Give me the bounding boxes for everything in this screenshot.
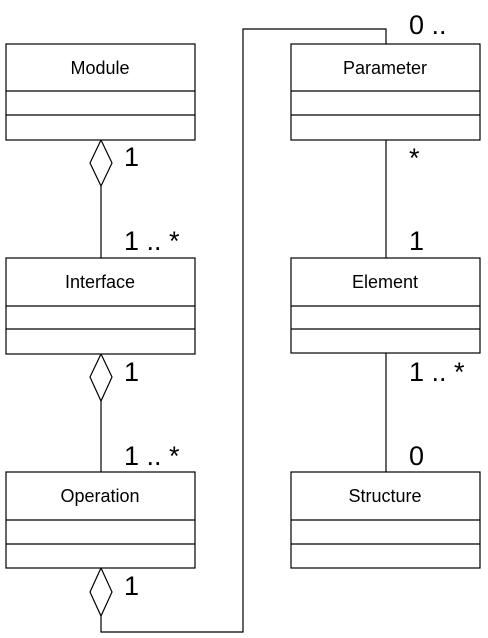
- class-element-name: Element: [352, 272, 418, 292]
- class-element[interactable]: Element: [290, 257, 481, 354]
- class-interface-name: Interface: [65, 272, 135, 292]
- multiplicity-element-structure-source: 1 .. *: [409, 357, 465, 387]
- multiplicity-operation-parameter-target: 0 ..: [409, 10, 447, 40]
- class-structure[interactable]: Structure: [290, 471, 481, 569]
- multiplicity-interface-operation-target: 1 .. *: [124, 441, 180, 471]
- class-interface[interactable]: Interface: [5, 257, 196, 355]
- connector-lines: [100, 28, 387, 633]
- multiplicity-parameter-element-source: *: [409, 143, 420, 173]
- multiplicity-operation-parameter-source: 1: [124, 571, 139, 601]
- multiplicity-interface-operation-source: 1: [124, 357, 139, 387]
- module-aggregation-diamond-icon: [89, 138, 113, 188]
- class-parameter[interactable]: Parameter: [290, 43, 481, 141]
- class-module-name: Module: [70, 58, 129, 78]
- multiplicity-parameter-element-target: 1: [409, 226, 424, 256]
- operation-aggregation-diamond-icon: [89, 566, 113, 618]
- class-operation[interactable]: Operation: [5, 471, 196, 569]
- multiplicity-element-structure-target: 0: [409, 441, 424, 471]
- class-parameter-box: [290, 43, 481, 141]
- operation-parameter-link: [100, 28, 387, 633]
- multiplicity-labels: 1 1 .. * 1 1 .. * 1 0 .. * 1 1 .. * 0: [124, 10, 465, 601]
- multiplicity-module-interface-target: 1 .. *: [124, 226, 180, 256]
- class-parameter-name: Parameter: [343, 58, 427, 78]
- class-structure-name: Structure: [348, 486, 421, 506]
- aggregation-diamonds: [89, 138, 113, 618]
- multiplicity-module-interface-source: 1: [124, 142, 139, 172]
- class-operation-name: Operation: [60, 486, 139, 506]
- class-module[interactable]: Module: [5, 43, 196, 141]
- class-module-box: [5, 43, 196, 141]
- interface-aggregation-diamond-icon: [89, 352, 113, 403]
